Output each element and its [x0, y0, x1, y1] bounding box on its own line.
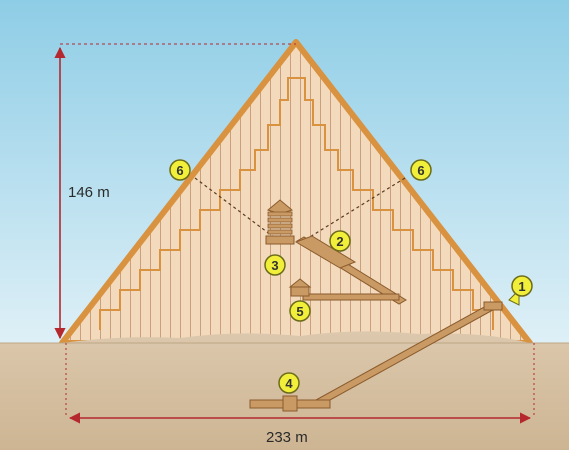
marker-2: 2 — [329, 230, 351, 252]
marker-6-right: 6 — [410, 159, 432, 181]
grand-gallery — [294, 235, 357, 269]
marker-1: 1 — [508, 275, 533, 306]
air-shaft-left — [194, 177, 276, 239]
marker-5-label: 5 — [296, 304, 303, 319]
passages — [249, 235, 503, 412]
marker-1-label: 1 — [518, 279, 525, 294]
marker-3: 3 — [264, 254, 286, 276]
marker-6-right-label: 6 — [417, 163, 424, 178]
base-dimension-label: 233 m — [266, 429, 308, 446]
subterranean-chamber — [282, 395, 298, 412]
marker-5: 5 — [289, 300, 311, 322]
pyramid-core-steps — [99, 77, 494, 330]
queens-chamber — [288, 278, 312, 297]
entrance-block — [483, 301, 503, 311]
marker-2-label: 2 — [336, 234, 343, 249]
marker-6-left: 6 — [169, 159, 191, 181]
air-shaft-right — [304, 177, 406, 241]
marker-3-label: 3 — [271, 258, 278, 273]
height-dimension-label: 146 m — [68, 184, 110, 201]
horizontal-passage — [302, 293, 400, 301]
kings-chamber — [265, 199, 295, 245]
marker-4-label: 4 — [285, 376, 293, 391]
marker-4: 4 — [278, 372, 300, 394]
marker-6-left-label: 6 — [176, 163, 183, 178]
